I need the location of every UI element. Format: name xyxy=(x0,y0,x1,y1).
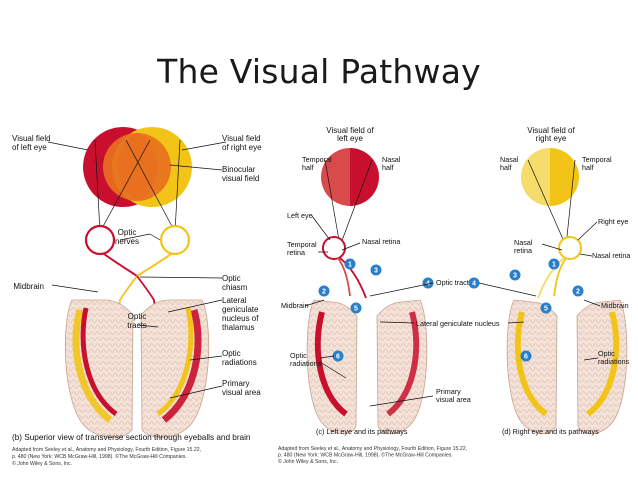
label-lgn-c: Lateral geniculate nucleus xyxy=(416,319,500,328)
svg-text:2: 2 xyxy=(576,289,580,296)
marker-6-c: 6 xyxy=(332,350,344,362)
slide-title: The Visual Pathway xyxy=(157,52,481,91)
marker-6-d: 6 xyxy=(520,350,532,362)
caption-b: (b) Superior view of transverse section … xyxy=(12,433,251,442)
label-optic-tract-c: Optic tract xyxy=(436,278,469,287)
marker-5-d: 5 xyxy=(540,302,552,314)
left-eyeball xyxy=(84,224,116,256)
svg-text:1: 1 xyxy=(348,262,352,269)
svg-text:3: 3 xyxy=(374,268,378,275)
label-temporal-retina-d: Nasal retina xyxy=(592,251,630,260)
label-nasal-retina-c: Nasal retina xyxy=(362,237,400,246)
vf-c-nasal-half xyxy=(350,148,379,206)
credit-c: Adapted from Seeley et al., Anatomy and … xyxy=(278,446,467,465)
left-eye-c xyxy=(322,236,346,260)
marker-4-d: 4 xyxy=(468,277,480,289)
marker-2-c: 2 xyxy=(318,285,330,297)
caption-d: (d) Right eye and its pathways xyxy=(502,427,599,436)
right-eyeball xyxy=(159,224,191,256)
right-eye-d xyxy=(558,236,582,260)
label-midbrain-d: Midbrain xyxy=(601,301,629,310)
credit-b: Adapted from Seeley et al., Anatomy and … xyxy=(12,447,201,467)
caption-c: (c) Left eye and its pathways xyxy=(316,427,408,436)
svg-text:6: 6 xyxy=(524,354,528,361)
svg-text:6: 6 xyxy=(336,354,340,361)
svg-text:1: 1 xyxy=(552,262,556,269)
svg-text:5: 5 xyxy=(354,306,358,313)
svg-text:5: 5 xyxy=(544,306,548,313)
svg-text:2: 2 xyxy=(322,289,326,296)
label-midbrain-b: Midbrain xyxy=(13,282,44,291)
vf-d-temporal-half xyxy=(550,148,579,206)
svg-text:3: 3 xyxy=(513,273,517,280)
marker-1-c: 1 xyxy=(344,258,356,270)
label-midbrain-c: Midbrain xyxy=(281,301,309,310)
marker-2-d: 2 xyxy=(572,285,584,297)
marker-1-d: 1 xyxy=(548,258,560,270)
brain-d xyxy=(506,299,628,434)
label-left-eye-c: Left eye xyxy=(287,211,313,220)
marker-3-d: 3 xyxy=(509,269,521,281)
label-right-eye-d: Right eye xyxy=(598,217,628,226)
svg-text:4: 4 xyxy=(472,281,476,288)
marker-5-c: 5 xyxy=(350,302,362,314)
vf-c-temporal-half xyxy=(321,148,350,206)
brain-c xyxy=(306,299,428,434)
marker-3-c: 3 xyxy=(370,264,382,276)
